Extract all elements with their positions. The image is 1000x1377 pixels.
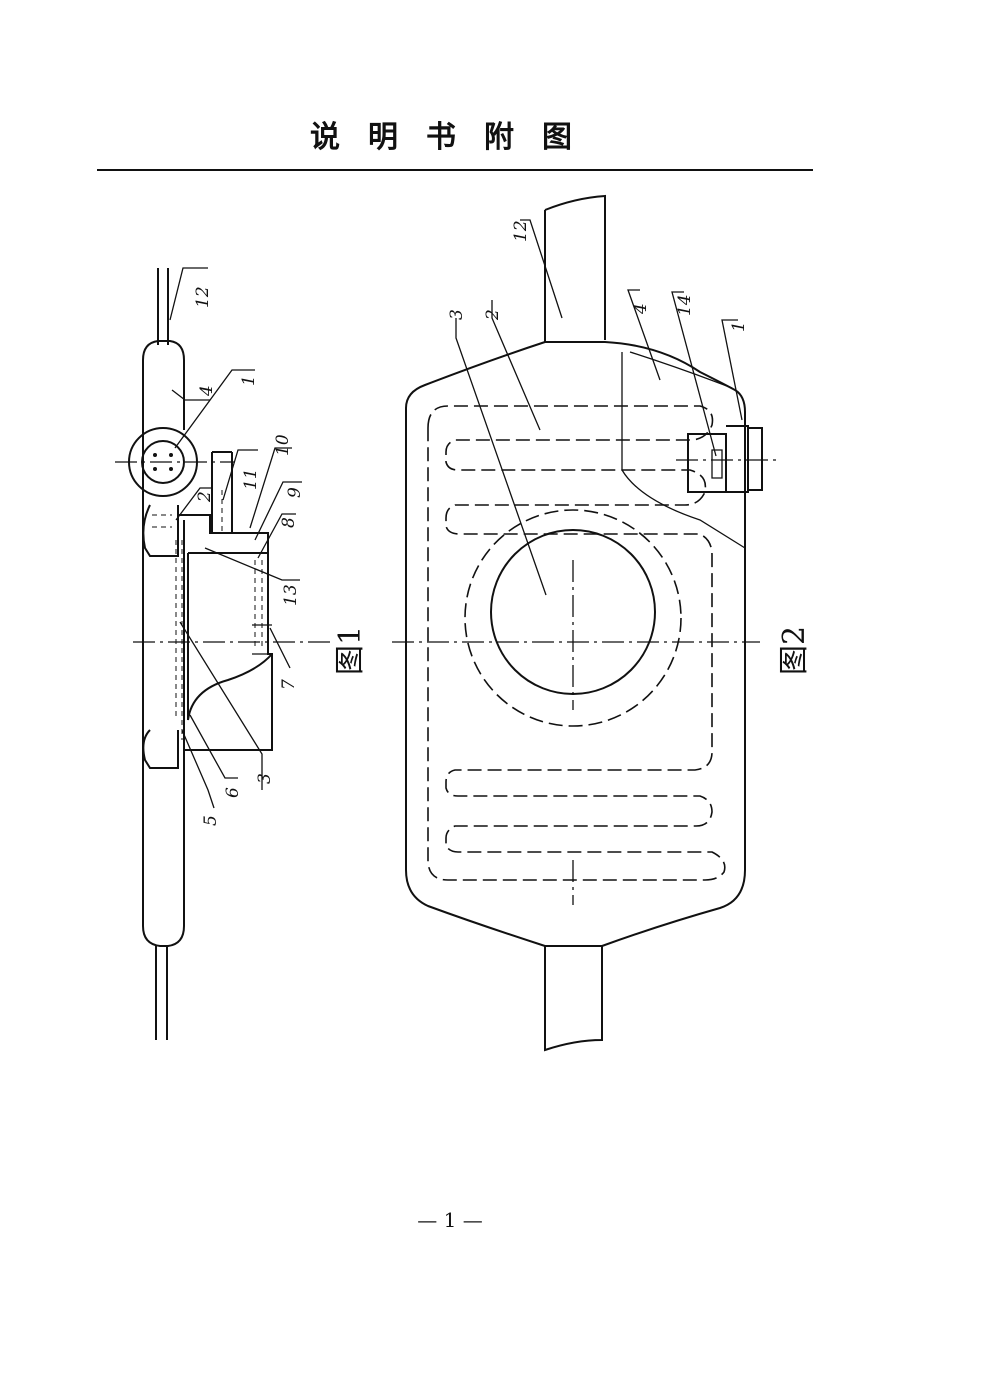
label-5: 5	[201, 815, 221, 826]
label-6: 6	[223, 787, 243, 798]
label-4: 4	[631, 303, 651, 315]
upper-tube-bend	[142, 504, 179, 557]
label-12: 12	[193, 286, 213, 308]
connector-cap	[748, 427, 763, 491]
heater-plate-outline	[464, 509, 682, 727]
bladder-tube	[142, 360, 185, 947]
connector-socket	[687, 433, 727, 493]
figure-2: 3 2 12 4 14 1 图2	[392, 194, 812, 1052]
top-hose-stub	[157, 268, 169, 345]
connector-pins	[153, 453, 173, 471]
label-9: 9	[285, 487, 305, 498]
heater-housing	[178, 514, 273, 751]
heating-wire-path	[427, 405, 726, 881]
label-12: 12	[511, 220, 531, 242]
figure-2-leaders	[455, 219, 743, 596]
bladder-tube-top	[142, 340, 185, 430]
label-2: 2	[195, 491, 215, 503]
label-7: 7	[279, 679, 299, 690]
connector-body	[726, 425, 749, 493]
label-3: 3	[255, 773, 275, 784]
title-divider	[97, 169, 813, 171]
label-2: 2	[483, 309, 503, 321]
figure-1-caption: 图1	[333, 626, 368, 675]
figure-2-caption: 图2	[777, 626, 812, 675]
label-1: 1	[239, 375, 259, 386]
figure-1-leaders	[169, 267, 302, 809]
label-10: 10	[273, 434, 293, 456]
label-11: 11	[241, 468, 261, 490]
page-number: — 1 —	[417, 1208, 483, 1232]
lower-tube-bend	[142, 729, 179, 769]
page-title: 说明书附图	[310, 120, 600, 155]
label-1: 1	[729, 321, 749, 332]
label-13: 13	[281, 584, 301, 606]
inlet-pipe	[211, 451, 233, 533]
heater-curved-wall	[187, 553, 273, 721]
top-hose	[544, 194, 606, 342]
insulation-layer	[175, 540, 183, 740]
bottom-hose-stub	[155, 946, 168, 1040]
label-3: 3	[447, 309, 467, 320]
label-8: 8	[279, 517, 299, 528]
label-4: 4	[197, 385, 217, 397]
bottom-hose	[544, 946, 603, 1052]
label-14: 14	[675, 294, 695, 316]
connector-pocket-edge	[621, 352, 746, 549]
figure-1: 12 4 1 2 11 10 9 8 13 7 3 6 5 图1	[115, 267, 368, 1040]
bladder-outline	[405, 341, 746, 947]
